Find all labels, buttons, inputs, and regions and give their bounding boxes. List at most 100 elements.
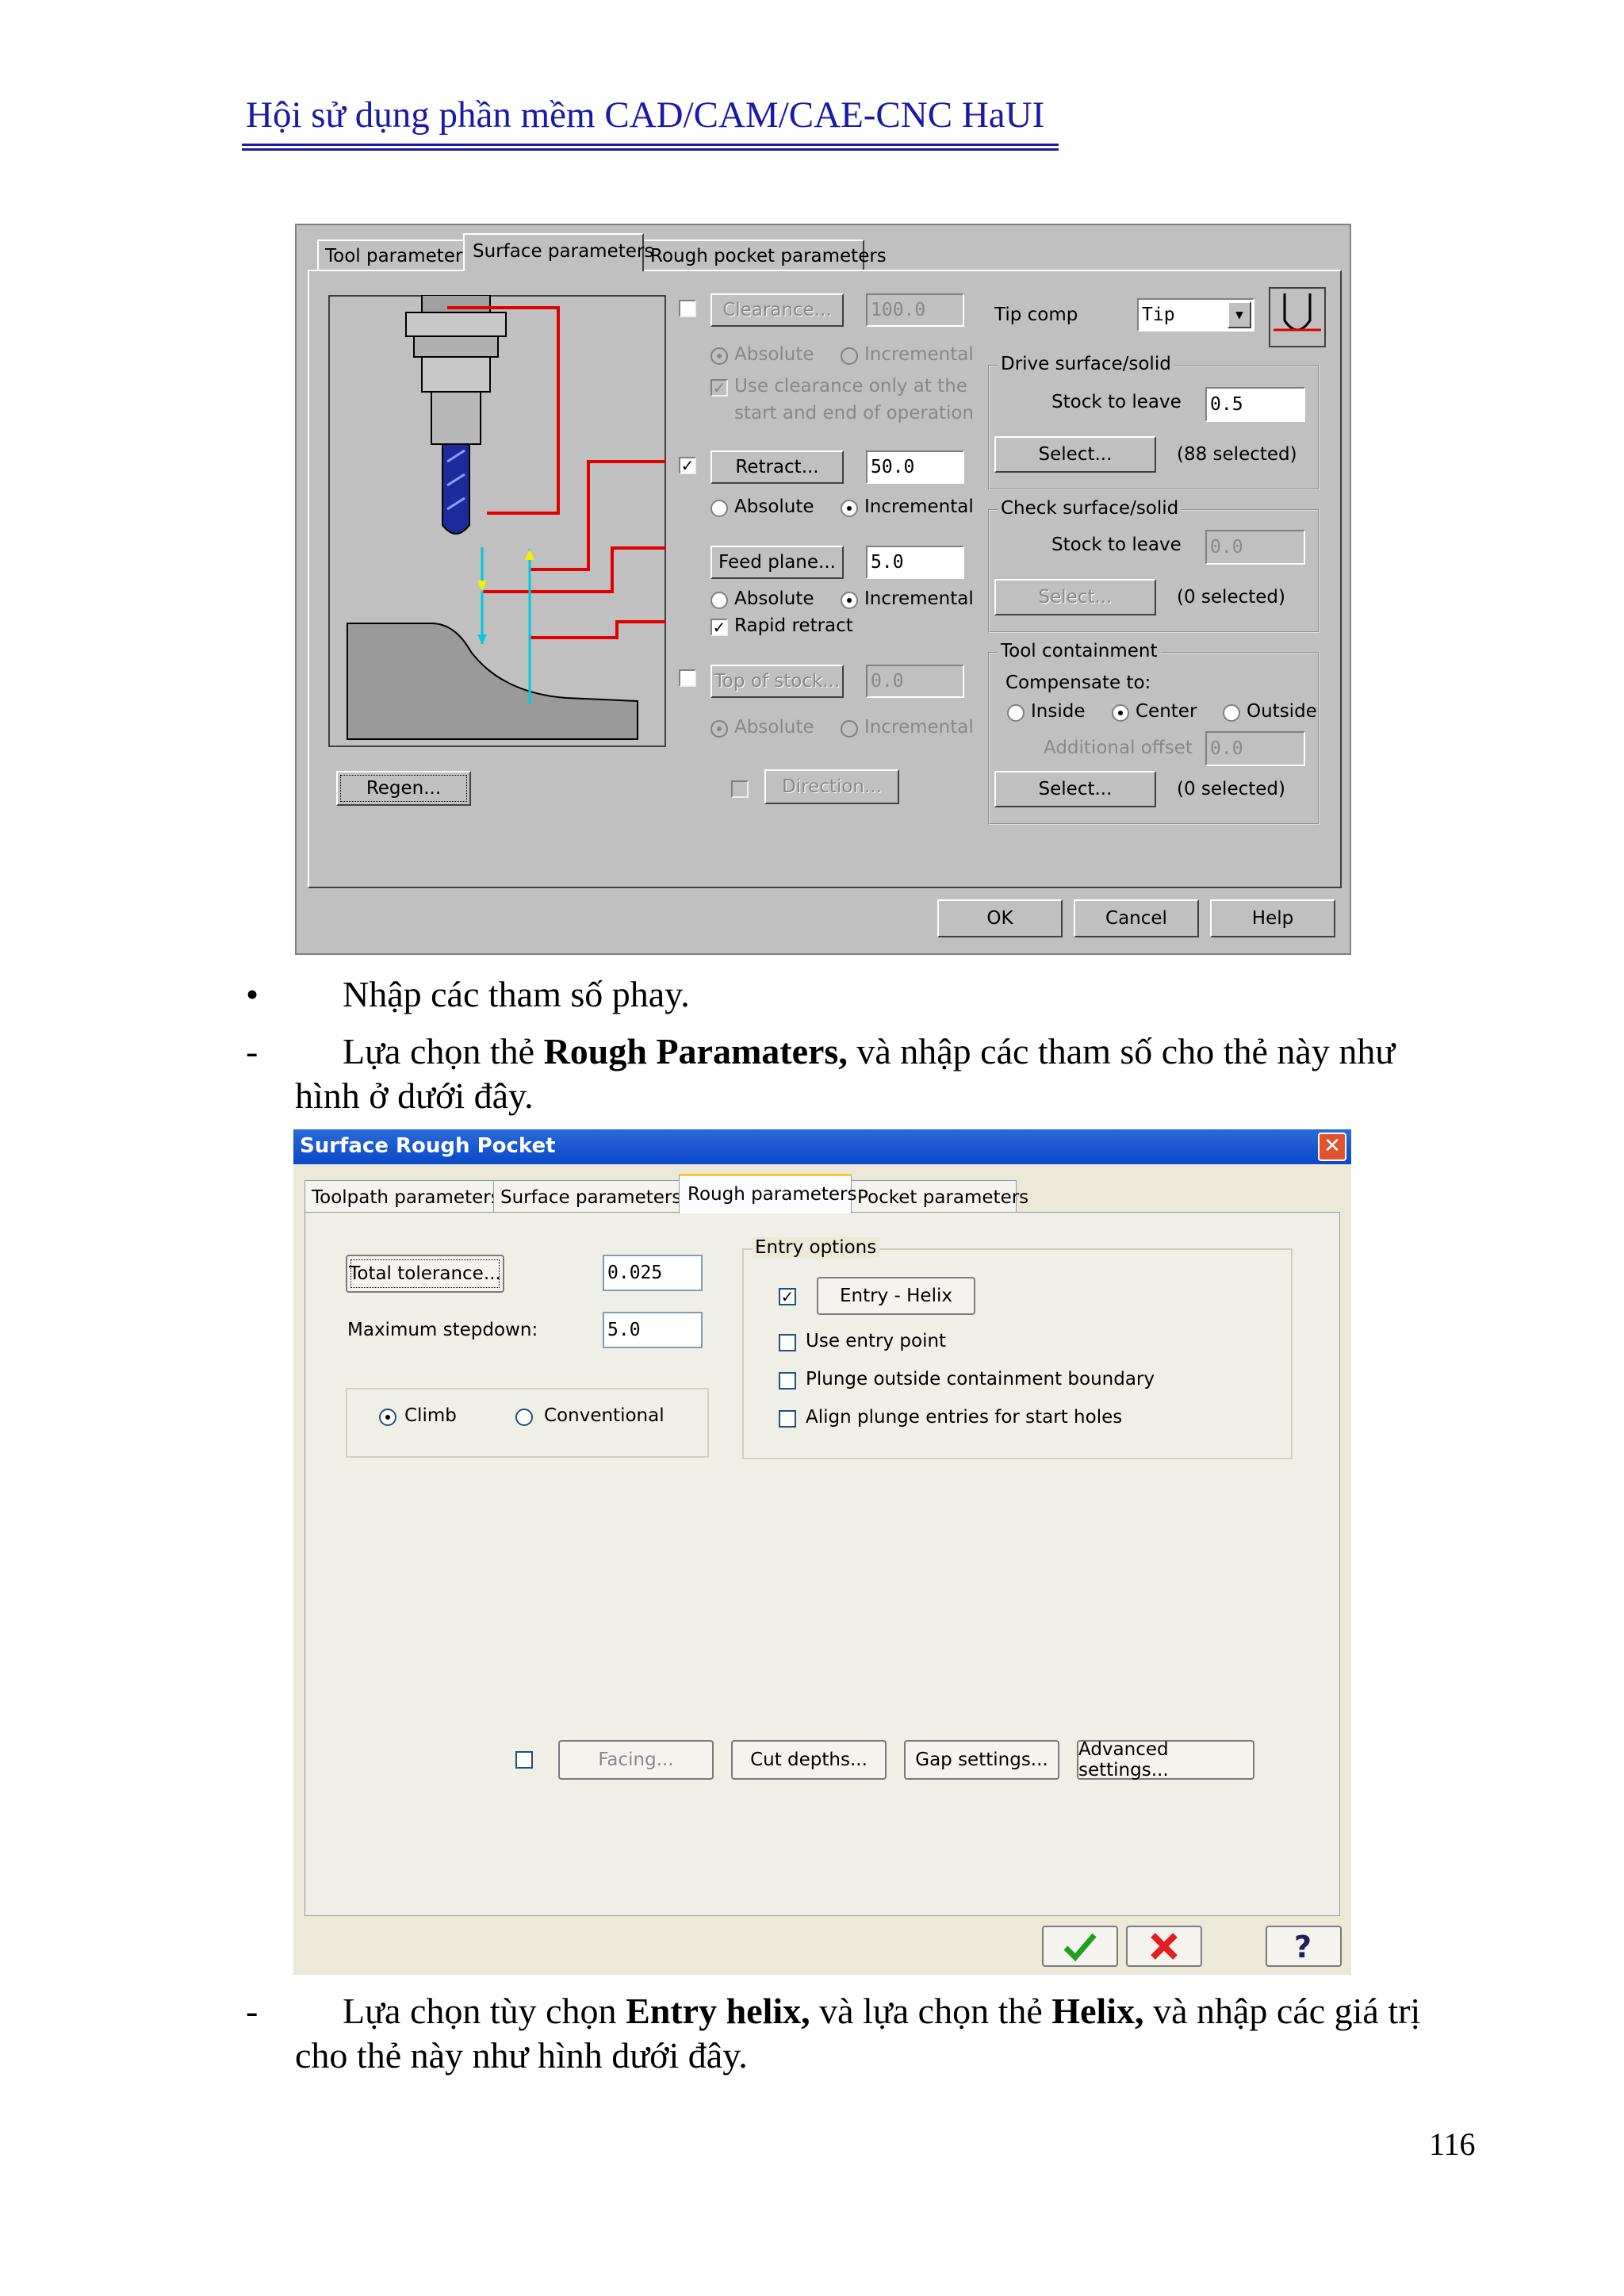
check-select-button[interactable]: Select...: [994, 579, 1156, 615]
advanced-settings-button[interactable]: Advanced settings...: [1077, 1739, 1254, 1780]
plunge-outside-label: Plunge outside containment boundary: [806, 1369, 1155, 1389]
paragraph-rough-line2: hình ở dưới đây.: [295, 1075, 534, 1116]
drive-select-button[interactable]: Select...: [994, 436, 1156, 473]
retract-incremental-label: Incremental: [864, 496, 974, 517]
ok-button[interactable]: OK: [937, 899, 1063, 937]
question-mark-icon: ?: [1294, 1930, 1312, 1964]
page-header: Hội sử dụng phần mềm CAD/CAM/CAE-CNC HaU…: [246, 94, 1045, 136]
check-stock-field[interactable]: 0.0: [1205, 530, 1305, 565]
cancel-button[interactable]: Cancel: [1074, 899, 1199, 937]
top-of-stock-button[interactable]: Top of stock...: [710, 665, 844, 698]
tab-surface-parameters-2[interactable]: Surface parameters: [493, 1180, 681, 1212]
feed-incremental-label: Incremental: [864, 588, 974, 609]
help-button[interactable]: Help: [1210, 899, 1335, 937]
climb-radio[interactable]: [379, 1409, 396, 1426]
tool-diagram: [328, 295, 666, 747]
tip-comp-label: Tip comp: [994, 305, 1078, 325]
feed-incremental-radio[interactable]: [841, 592, 858, 609]
surface-parameters-dialog: Tool parameters Surface parameters Rough…: [295, 224, 1351, 955]
check-selected-count: (0 selected): [1177, 587, 1285, 608]
top-of-stock-checkbox[interactable]: [679, 669, 696, 687]
red-x-icon: [1151, 1933, 1178, 1960]
stock-incremental-label: Incremental: [864, 717, 974, 738]
stock-incremental-radio[interactable]: [841, 720, 858, 738]
dash-mark-2: -: [246, 1991, 259, 2031]
compensate-outside-label: Outside: [1247, 701, 1317, 722]
entry-options-title: Entry options: [752, 1237, 880, 1258]
entry-helix-button[interactable]: Entry - Helix: [817, 1277, 975, 1315]
retract-button[interactable]: Retract...: [710, 450, 844, 484]
check-group-title: Check surface/solid: [998, 498, 1182, 519]
feed-plane-field[interactable]: 5.0: [866, 546, 964, 579]
paragraph-helix-line2: cho thẻ này như hình dưới đây.: [295, 2035, 748, 2076]
conventional-radio[interactable]: [515, 1409, 533, 1426]
help-question-button[interactable]: ?: [1266, 1926, 1342, 1967]
total-tolerance-button[interactable]: Total tolerance...: [346, 1255, 504, 1293]
entry-options-group: [742, 1248, 1293, 1459]
use-clearance-label: Use clearance only at the: [734, 376, 967, 397]
compensate-outside-radio[interactable]: [1223, 704, 1240, 722]
ok-check-button[interactable]: [1042, 1926, 1118, 1967]
close-icon[interactable]: ✕: [1318, 1133, 1346, 1161]
tab-tool-parameters[interactable]: Tool parameters: [317, 240, 472, 271]
tab-rough-parameters[interactable]: Rough parameters: [679, 1174, 857, 1213]
clearance-button[interactable]: Clearance...: [710, 293, 844, 327]
facing-button[interactable]: Facing...: [558, 1740, 714, 1780]
containment-selected-count: (0 selected): [1177, 779, 1285, 799]
retract-field[interactable]: 50.0: [866, 450, 964, 484]
align-plunge-checkbox[interactable]: [779, 1410, 796, 1428]
compensate-inside-radio[interactable]: [1007, 704, 1025, 722]
retract-absolute-label: Absolute: [734, 496, 814, 517]
top-of-stock-field[interactable]: 0.0: [866, 665, 964, 698]
clearance-checkbox[interactable]: [679, 300, 696, 317]
containment-select-button[interactable]: Select...: [994, 771, 1156, 807]
cancel-x-button[interactable]: [1126, 1926, 1202, 1967]
retract-incremental-radio[interactable]: [841, 500, 858, 517]
paragraph-helix-line1: Lựa chọn tùy chọn Entry helix, và lựa ch…: [343, 1991, 1421, 2031]
chevron-down-icon[interactable]: ▼: [1228, 301, 1251, 328]
retract-checkbox[interactable]: ✓: [679, 457, 696, 474]
clearance-incremental-radio[interactable]: [841, 347, 858, 365]
bullet-text: Nhập các tham số phay.: [343, 974, 690, 1014]
tip-comp-icon: [1269, 287, 1326, 347]
align-plunge-label: Align plunge entries for start holes: [806, 1407, 1123, 1428]
containment-group-title: Tool containment: [998, 641, 1161, 661]
additional-offset-label: Additional offset: [1044, 738, 1193, 758]
tab-toolpath-parameters[interactable]: Toolpath parameters: [304, 1180, 500, 1212]
use-entry-point-label: Use entry point: [806, 1331, 947, 1351]
tab-surface-parameters[interactable]: Surface parameters: [463, 233, 653, 271]
compensate-center-radio[interactable]: [1112, 704, 1129, 722]
facing-checkbox[interactable]: [515, 1751, 533, 1769]
header-underline-2: [242, 148, 1059, 151]
rapid-retract-checkbox[interactable]: ✓: [710, 619, 728, 636]
stock-absolute-radio[interactable]: [710, 720, 728, 738]
feed-plane-button[interactable]: Feed plane...: [710, 546, 844, 579]
cut-depths-button[interactable]: Cut depths...: [731, 1740, 887, 1780]
clearance-incremental-label: Incremental: [864, 344, 974, 365]
entry-helix-checkbox[interactable]: ✓: [779, 1288, 796, 1305]
tab-pocket-parameters[interactable]: Pocket parameters: [850, 1180, 1028, 1212]
clearance-absolute-radio[interactable]: [710, 347, 728, 365]
regen-button[interactable]: Regen...: [336, 771, 471, 806]
direction-checkbox[interactable]: [731, 780, 749, 798]
max-stepdown-field[interactable]: 5.0: [603, 1312, 703, 1348]
gap-settings-button[interactable]: Gap settings...: [904, 1740, 1059, 1780]
additional-offset-field[interactable]: 0.0: [1205, 731, 1305, 766]
total-tolerance-field[interactable]: 0.025: [603, 1255, 703, 1291]
compensate-label: Compensate to:: [1005, 673, 1151, 693]
direction-button[interactable]: Direction...: [764, 769, 899, 804]
feed-absolute-radio[interactable]: [710, 592, 728, 609]
drive-stock-label: Stock to leave: [1051, 392, 1182, 412]
plunge-outside-checkbox[interactable]: [779, 1372, 796, 1389]
tip-comp-select[interactable]: Tip ▼: [1137, 298, 1254, 332]
tab-rough-pocket-parameters[interactable]: Rough pocket parameters: [642, 240, 887, 271]
use-entry-point-checkbox[interactable]: [779, 1334, 796, 1351]
use-clearance-checkbox[interactable]: ✓: [710, 379, 728, 397]
cut-direction-group: [346, 1388, 709, 1458]
retract-absolute-radio[interactable]: [710, 500, 728, 517]
clearance-field[interactable]: 100.0: [866, 293, 964, 327]
checkmark-icon: [1063, 1933, 1097, 1962]
drive-stock-field[interactable]: 0.5: [1205, 387, 1305, 422]
rapid-retract-label: Rapid retract: [734, 615, 853, 636]
tip-comp-value: Tip: [1142, 305, 1175, 325]
